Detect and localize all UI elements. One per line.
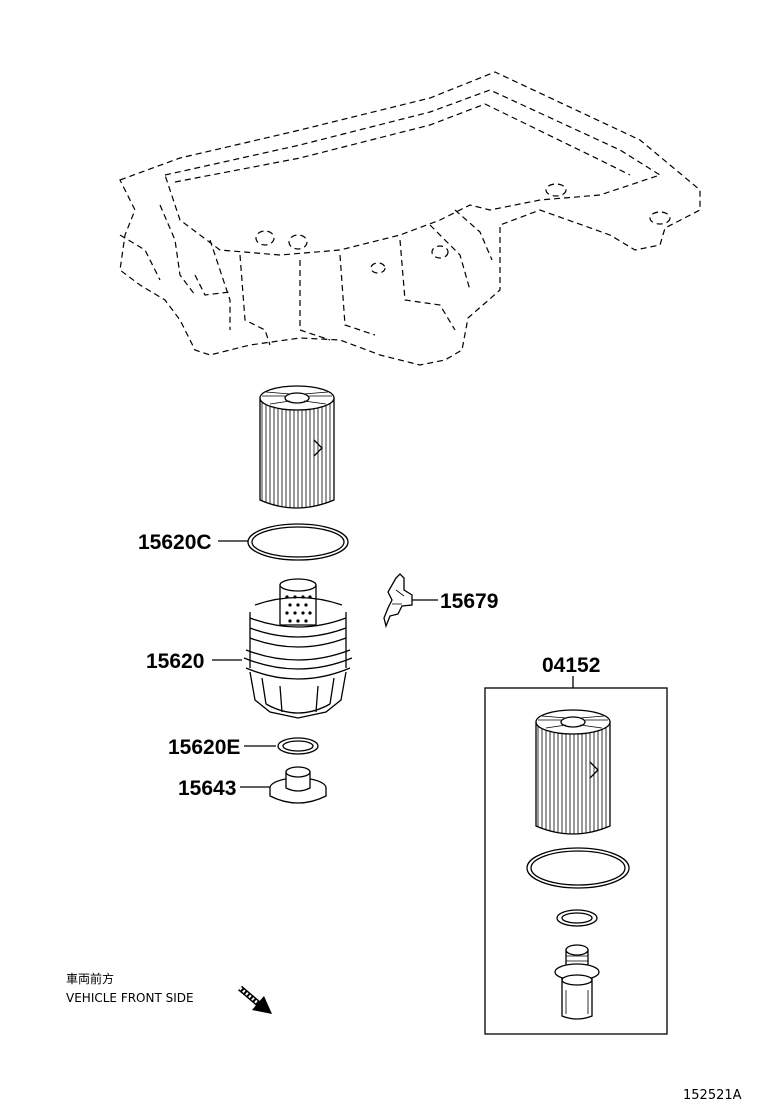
label-15620e: 15620E xyxy=(168,736,240,759)
clip-15679: 15679 xyxy=(383,573,498,629)
kit-box-frame xyxy=(484,687,668,1035)
kit-small-ring xyxy=(556,909,598,927)
label-15620c: 15620C xyxy=(138,531,212,554)
oil-filter-element xyxy=(259,385,335,509)
figure-id: 152521A xyxy=(683,1088,742,1103)
direction-arrow-icon xyxy=(238,985,272,1014)
vehicle-front-note: 車両前方 VEHICLE FRONT SIDE xyxy=(66,971,272,1014)
kit-o-ring xyxy=(526,847,630,889)
oil-filter-cap-15620: 15620 xyxy=(146,578,353,719)
label-15643: 15643 xyxy=(178,777,236,800)
direction-jp: 車両前方 xyxy=(66,971,114,986)
ring-15620e: 15620E xyxy=(168,736,319,759)
oil-pan-phantom xyxy=(119,71,701,366)
kit-drain-plug xyxy=(554,944,600,1020)
kit-filter-element xyxy=(535,709,611,835)
label-15679: 15679 xyxy=(440,590,498,613)
kit-04152: 04152 xyxy=(484,654,668,1035)
o-ring-15620c: 15620C xyxy=(138,523,349,561)
label-15620: 15620 xyxy=(146,650,204,673)
drain-plug-15643: 15643 xyxy=(178,766,327,804)
direction-en: VEHICLE FRONT SIDE xyxy=(66,991,194,1005)
label-04152: 04152 xyxy=(542,654,600,677)
